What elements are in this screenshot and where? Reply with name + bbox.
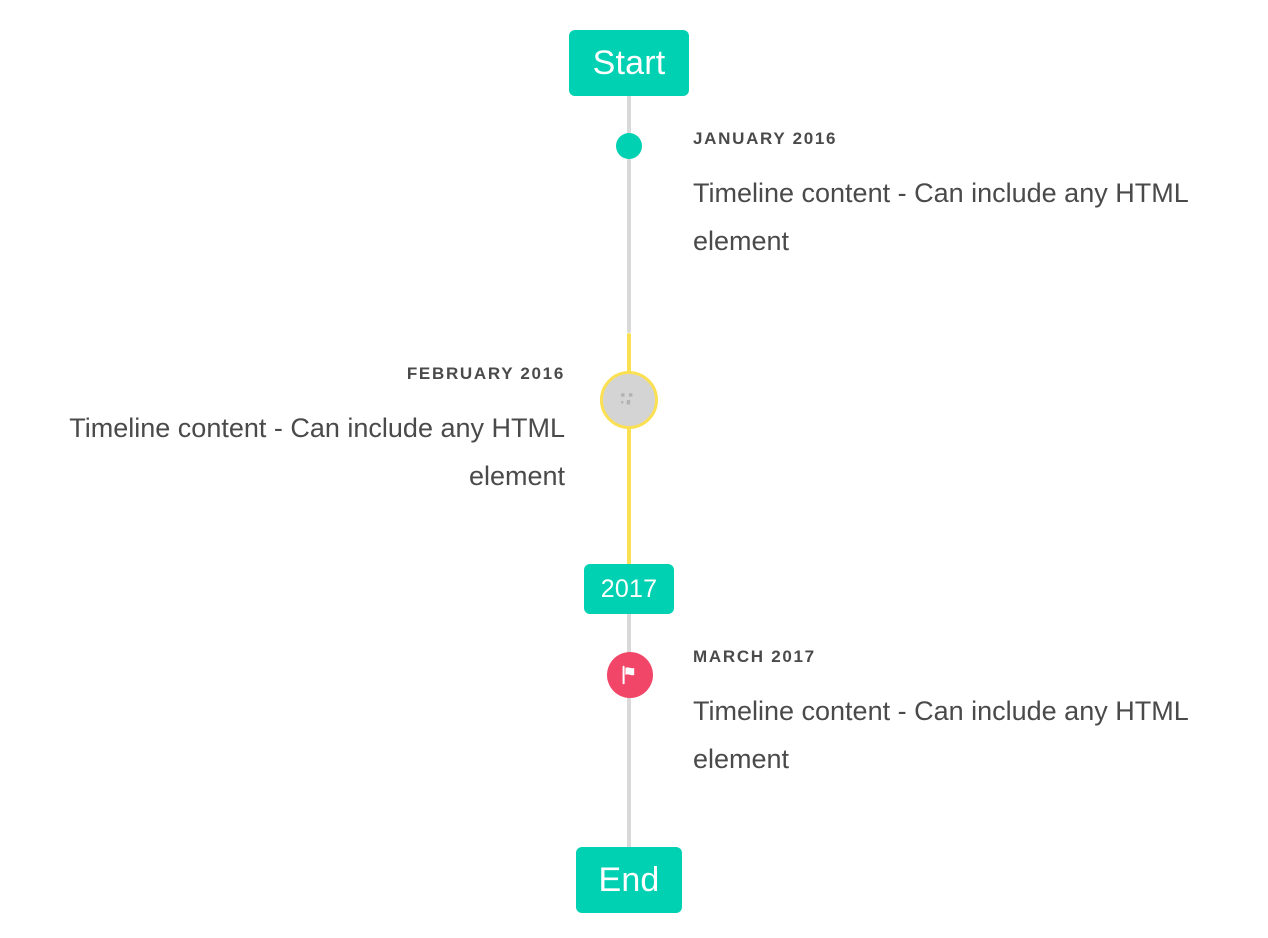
timeline-item-heading: FEBRUARY 2016 bbox=[406, 364, 565, 383]
timeline-rail-segment-yellow bbox=[627, 333, 631, 565]
flag-icon[interactable] bbox=[607, 652, 653, 698]
timeline-item-body: Timeline content - Can include any HTML … bbox=[69, 413, 565, 492]
dot-marker-icon[interactable] bbox=[616, 133, 642, 159]
timeline-item-heading: MARCH 2017 bbox=[693, 647, 816, 666]
timeline-end-badge[interactable]: End bbox=[576, 847, 682, 913]
broken-image-icon[interactable] bbox=[600, 371, 658, 429]
timeline-start-badge[interactable]: Start bbox=[569, 30, 689, 96]
timeline-item-heading: JANUARY 2016 bbox=[693, 129, 838, 148]
timeline-item-content: JANUARY 2016 Timeline content - Can incl… bbox=[693, 130, 1217, 265]
timeline-item-body: Timeline content - Can include any HTML … bbox=[693, 696, 1188, 775]
broken-image-glyph bbox=[621, 393, 633, 405]
timeline-item-body: Timeline content - Can include any HTML … bbox=[693, 178, 1188, 257]
timeline-year-divider-badge[interactable]: 2017 bbox=[584, 564, 674, 614]
timeline-item-content: MARCH 2017 Timeline content - Can includ… bbox=[693, 648, 1217, 783]
timeline-rail-segment-top bbox=[627, 95, 631, 333]
timeline-rail-segment-bottom bbox=[627, 613, 631, 853]
timeline-item-content: FEBRUARY 2016 Timeline content - Can inc… bbox=[41, 365, 565, 500]
flag-glyph bbox=[622, 665, 635, 685]
